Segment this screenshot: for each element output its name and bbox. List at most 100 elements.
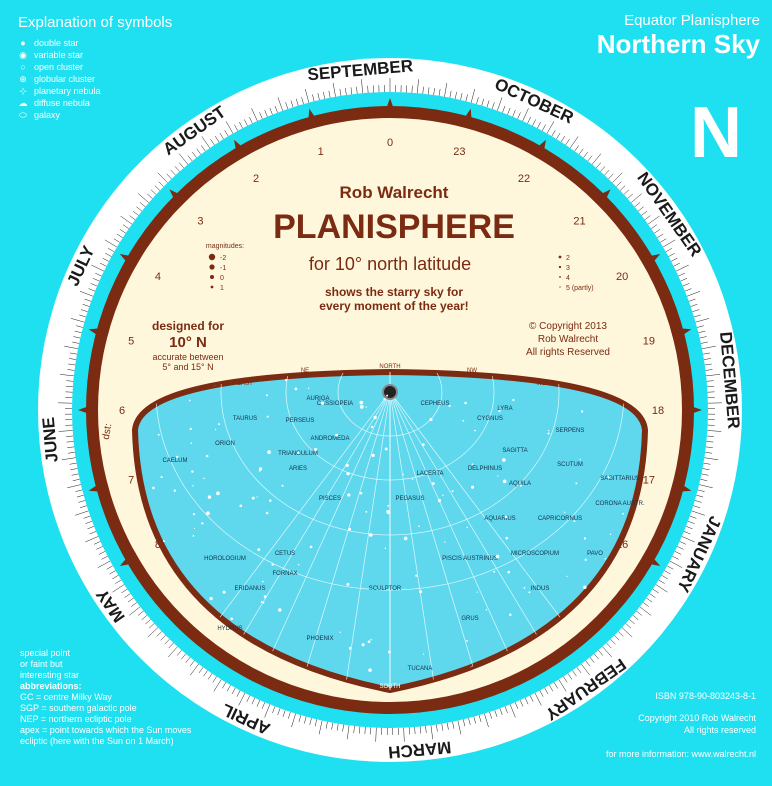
- legend-item: ●double star: [18, 37, 172, 49]
- date-tick: [356, 86, 358, 94]
- constellation-label: PEGASUS: [395, 496, 424, 502]
- legend-label: planetary nebula: [34, 86, 101, 96]
- date-tick: [309, 718, 312, 725]
- date-tick: [350, 87, 353, 95]
- date-tick: [323, 91, 326, 99]
- date-tick: [425, 725, 427, 733]
- date-tick: [446, 722, 449, 730]
- hour-label: 6: [119, 405, 125, 417]
- date-tick: [95, 272, 102, 277]
- date-tick: [189, 660, 195, 667]
- star-dot: [371, 453, 375, 458]
- date-tick: [570, 136, 579, 149]
- date-tick: [694, 500, 702, 503]
- date-tick: [58, 430, 73, 432]
- date-tick: [700, 478, 708, 482]
- date-tick: [697, 325, 704, 328]
- date-tick: [66, 380, 74, 382]
- date-tick: [643, 602, 649, 607]
- star-dot: [498, 409, 501, 413]
- date-tick: [80, 309, 88, 312]
- star-dot: [256, 496, 258, 498]
- star-dot: [437, 498, 442, 503]
- constellation-labels: AURIGACASSIOPEIACEPHEUSANDROMEDAPERSEUST…: [162, 396, 645, 672]
- date-tick: [687, 520, 695, 524]
- date-tick: [264, 110, 268, 117]
- constellation-label: PISCES: [319, 496, 341, 502]
- date-tick: [680, 278, 688, 282]
- magnitude-dot: [209, 264, 215, 270]
- date-tick: [282, 710, 286, 717]
- date-tick: [201, 145, 206, 152]
- hour-pointer-icon: [88, 478, 110, 493]
- date-tick: [632, 615, 639, 620]
- constellation-label: CORONA AUSTR.: [595, 501, 645, 507]
- date-tick: [647, 215, 660, 225]
- star-dot: [162, 540, 165, 543]
- date-tick: [438, 88, 441, 96]
- star-dot: [384, 447, 388, 451]
- magnitude-value: 2: [566, 255, 570, 262]
- star-dot: [402, 473, 404, 476]
- date-tick: [264, 704, 271, 718]
- star-dot: [547, 432, 550, 435]
- tagline-1: shows the starry sky for: [325, 285, 463, 299]
- header-title: Northern Sky: [596, 29, 760, 59]
- date-tick: [115, 579, 122, 584]
- magnitudes-left: -2-101: [208, 253, 226, 292]
- star-dot: [348, 646, 352, 650]
- date-tick: [285, 102, 289, 109]
- star-dot: [308, 387, 310, 389]
- date-tick: [551, 130, 556, 137]
- date-tick: [210, 138, 215, 146]
- star-dot: [339, 631, 341, 634]
- star-dot: [369, 533, 373, 537]
- date-tick: [70, 318, 85, 323]
- date-tick: [629, 619, 635, 625]
- abbreviations-title: abbreviations:: [20, 681, 82, 691]
- constellation-label: PISCIS AUSTRINUS: [442, 556, 498, 562]
- star-dot: [201, 522, 204, 525]
- date-tick: [537, 121, 541, 129]
- date-tick: [105, 252, 112, 257]
- date-tick: [585, 660, 591, 667]
- star-dot: [384, 547, 387, 549]
- date-tick: [499, 708, 503, 716]
- date-tick: [444, 82, 448, 97]
- star-dot: [192, 534, 195, 537]
- star-dot: [462, 419, 465, 422]
- magnitude-value: -1: [220, 265, 226, 272]
- hour-label: 19: [643, 336, 655, 348]
- hour-pointer-icon: [670, 327, 692, 342]
- date-tick: [301, 97, 304, 105]
- date-tick: [129, 606, 141, 616]
- star-dot: [485, 609, 488, 611]
- date-tick: [593, 653, 599, 660]
- hour-label: 21: [573, 215, 585, 227]
- hour-label: 16: [616, 539, 628, 551]
- star-dot: [176, 455, 179, 459]
- constellation-label: HYDRUS: [217, 626, 242, 632]
- hour-label: 22: [518, 173, 530, 185]
- date-tick: [67, 484, 81, 489]
- star-dot: [206, 511, 210, 516]
- date-tick: [239, 121, 243, 129]
- date-tick: [457, 720, 462, 735]
- date-tick: [67, 446, 75, 448]
- hour-line: [389, 391, 436, 690]
- date-tick: [512, 110, 516, 117]
- date-tick: [67, 369, 75, 371]
- date-tick: [681, 536, 695, 543]
- date-tick: [82, 304, 90, 307]
- date-tick: [534, 692, 542, 706]
- pivot-icon: [382, 384, 398, 400]
- constellation-label: AQUILA: [509, 481, 531, 487]
- date-tick: [618, 631, 624, 637]
- date-tick: [317, 93, 320, 100]
- info-link[interactable]: for more information: www.walrecht.nl: [605, 749, 756, 759]
- date-tick: [549, 685, 554, 692]
- date-tick: [224, 130, 229, 137]
- star-dot: [209, 596, 213, 601]
- date-tick: [462, 719, 466, 727]
